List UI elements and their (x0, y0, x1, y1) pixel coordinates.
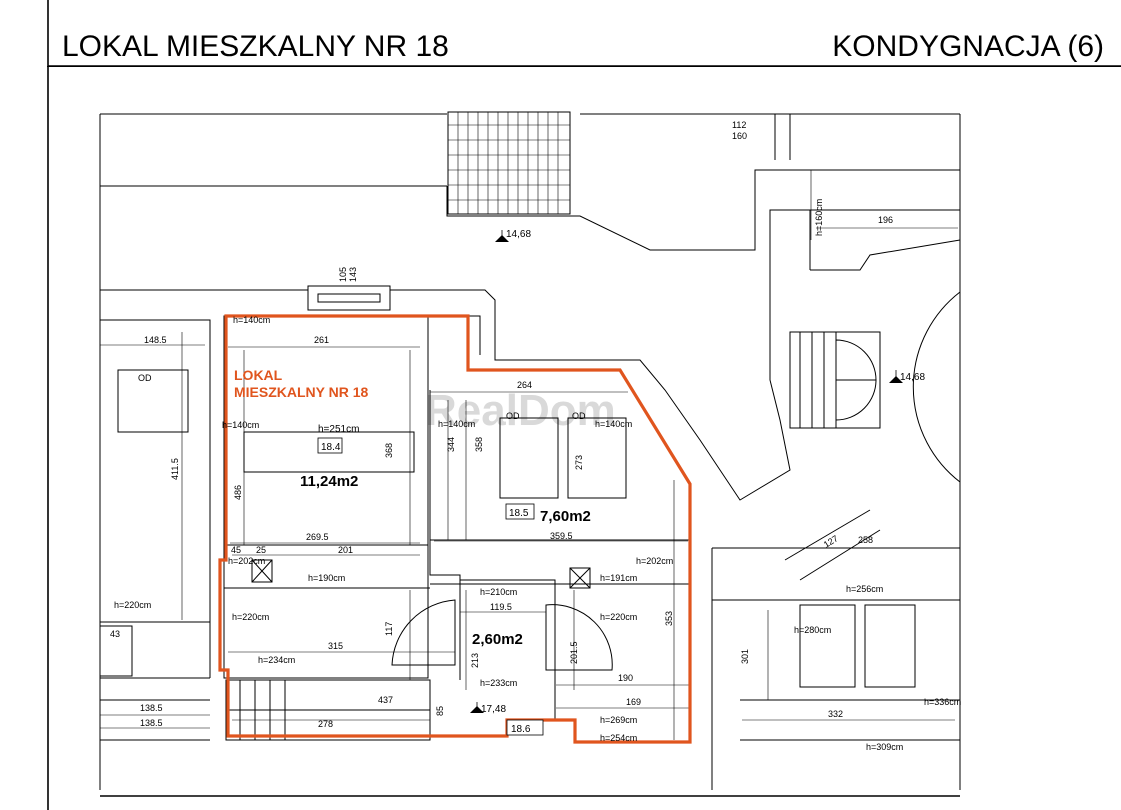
dimension-label: 43 (110, 629, 120, 639)
height-label: h=234cm (258, 655, 295, 665)
level-mark: 14,68 (889, 370, 925, 383)
unit-label-line2: MIESZKALNY NR 18 (234, 384, 369, 400)
dimension-label: 25 (256, 545, 266, 555)
dimension-label: 119.5 (490, 602, 512, 612)
level-mark: 17,48 (470, 702, 506, 715)
height-label: h=140cm (438, 419, 475, 429)
height-label: h=140cm (233, 315, 270, 325)
dimension-label: 278 (318, 719, 333, 729)
height-label: h=269cm (600, 715, 637, 725)
dimension-label: 273 (574, 455, 584, 470)
room-height: h=251cm (318, 424, 359, 435)
dimension-label: 315 (328, 641, 343, 651)
room-id: 18.5 (509, 508, 529, 519)
height-label: h=202cm (228, 556, 265, 566)
room-area: 11,24m2 (300, 473, 358, 490)
height-label: h=233cm (480, 678, 517, 688)
height-label: h=336cm (924, 697, 961, 707)
floor-label: KONDYGNACJA (6) (832, 30, 1104, 63)
height-label: h=202cm (636, 556, 673, 566)
dimension-label: 258 (858, 535, 873, 545)
level-mark: 14,68 (495, 229, 531, 242)
dimension-label: 411.5 (170, 458, 180, 480)
dimension-label: 117 (384, 622, 394, 636)
room-area: 7,60m2 (540, 508, 591, 525)
dimension-label: 85 (435, 706, 445, 716)
dimension-label: 143 (348, 267, 358, 282)
watermark-logo: RealDom (425, 386, 616, 435)
dimension-label: 486 (233, 485, 243, 500)
dimension-label: 127 (822, 533, 840, 549)
unit-label-line1: LOKAL (234, 367, 283, 383)
dimension-label: 138.5 (140, 703, 163, 713)
dimension-label: 359.5 (550, 531, 573, 541)
dimension-label: 138.5 (140, 718, 163, 728)
height-label: h=254cm (600, 733, 637, 743)
room-area: 2,60m2 (472, 631, 523, 648)
dimension-label: 358 (474, 437, 484, 452)
dimension-label: 437 (378, 695, 393, 705)
room-id: 18.4 (321, 442, 341, 453)
dimension-label: 213 (470, 653, 480, 668)
height-label: h=220cm (600, 612, 637, 622)
dimension-label: 160 (732, 131, 747, 141)
dimension-label: 269.5 (306, 532, 329, 542)
height-label: h=220cm (232, 612, 269, 622)
height-label: h=140cm (595, 419, 632, 429)
height-label: h=309cm (866, 742, 903, 752)
height-label: h=220cm (114, 600, 151, 610)
page-title: LOKAL MIESZKALNY NR 18 (62, 30, 449, 63)
od-label: OD (506, 411, 520, 421)
dimension-label: 112 (732, 120, 746, 130)
dimension-label: 264 (517, 380, 532, 390)
dimension-label: 190 (618, 673, 633, 683)
dimension-label: 196 (878, 215, 893, 225)
height-label: h=280cm (794, 625, 831, 635)
height-label: h=140cm (222, 420, 259, 430)
height-label: h=190cm (308, 573, 345, 583)
height-label: h=191cm (600, 573, 637, 583)
svg-text:17,48: 17,48 (481, 704, 506, 715)
svg-text:14,68: 14,68 (900, 372, 925, 383)
dimension-label: 368 (384, 443, 394, 458)
room-id: 18.6 (511, 724, 531, 735)
dimension-label: 105 (338, 267, 348, 282)
dimension-label: 201 (338, 545, 353, 555)
od-label: OD (572, 411, 586, 421)
dimension-label: 148.5 (144, 335, 167, 345)
height-label: h=210cm (480, 587, 517, 597)
dimension-label: 332 (828, 709, 843, 719)
dimension-label: 45 (231, 545, 241, 555)
dimension-label: 169 (626, 697, 641, 707)
od-label: OD (138, 373, 152, 383)
height-label: h=160cm (814, 199, 824, 236)
dimension-label: 201.5 (569, 641, 579, 664)
dimension-label: 261 (314, 335, 329, 345)
dimension-label: 353 (664, 611, 674, 626)
dimension-label: 301 (740, 649, 750, 664)
dimension-label: 344 (446, 437, 456, 452)
height-label: h=256cm (846, 584, 883, 594)
svg-text:14,68: 14,68 (506, 229, 531, 240)
